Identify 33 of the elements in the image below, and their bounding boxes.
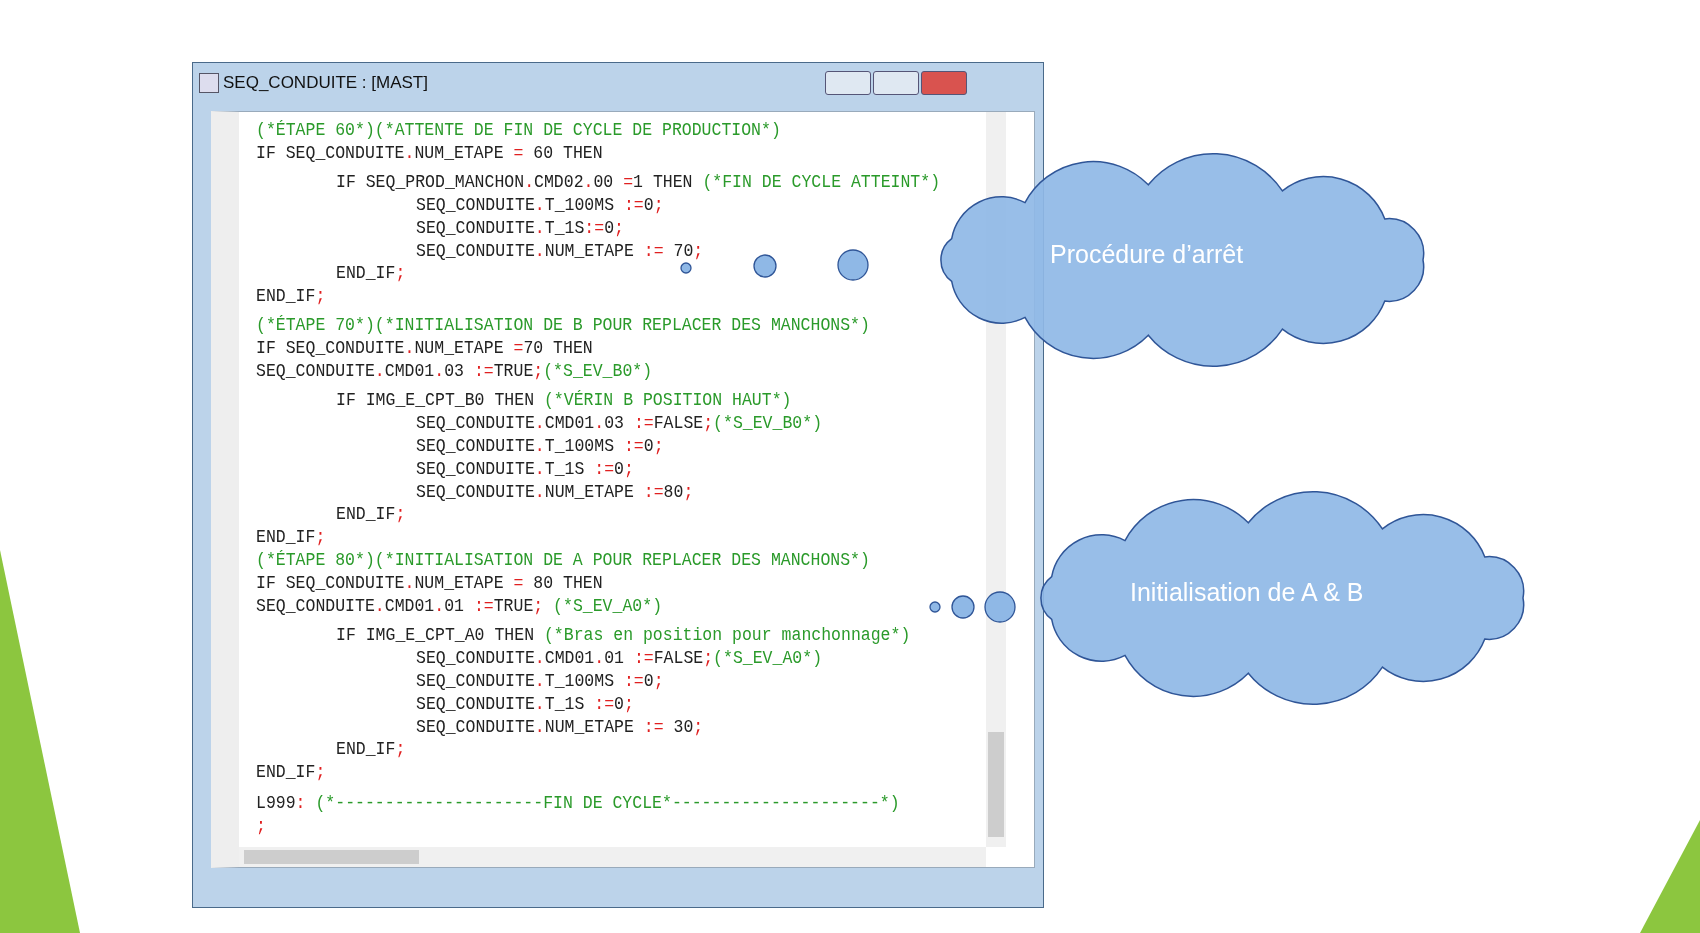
code-line: L999: (*---------------------FIN DE CYCLE*---------------------*)	[256, 792, 900, 816]
code-line: ;	[256, 815, 266, 839]
code-line: END_IF;	[336, 503, 406, 528]
code-line: SEQ_CONDUITE.NUM_ETAPE :=80;	[416, 480, 694, 505]
window-title: SEQ_CONDUITE : [MAST]	[223, 73, 428, 93]
code-line: END_IF;	[256, 285, 326, 309]
code-line: SEQ_CONDUITE.CMD01.01 :=TRUE; (*S_EV_A0*)	[256, 595, 663, 619]
code-line: SEQ_CONDUITE.T_1S :=0;	[416, 692, 634, 717]
code-line: SEQ_CONDUITE.T_100MS :=0;	[416, 669, 664, 694]
code-line: IF SEQ_CONDUITE.NUM_ETAPE = 60 THEN	[256, 142, 603, 166]
code-line: SEQ_CONDUITE.NUM_ETAPE := 70;	[416, 239, 704, 264]
cloud-text: Procédure d’arrêt	[1050, 240, 1244, 269]
code-line: IF SEQ_CONDUITE.NUM_ETAPE =70 THEN	[256, 337, 593, 361]
code-line: SEQ_CONDUITE.T_1S :=0;	[416, 457, 634, 482]
code-line: END_IF;	[256, 761, 326, 785]
code-line: (*ÉTAPE 70*)(*INITIALISATION DE B POUR REPLACER DES MANCHONS*)	[256, 314, 870, 338]
code-line: IF SEQ_PROD_MANCHON.CMD02.00 =1 THEN (*FIN DE CYCLE ATTEINT*)	[336, 171, 941, 195]
code-line: SEQ_CONDUITE.T_100MS :=0;	[416, 193, 664, 218]
code-line: IF IMG_E_CPT_B0 THEN (*VÉRIN B POSITION HAUT*)	[336, 389, 792, 413]
code-line: (*ÉTAPE 60*)(*ATTENTE DE FIN DE CYCLE DE PRODUCTION*)	[256, 119, 781, 143]
code-line: SEQ_CONDUITE.T_1S:=0;	[416, 216, 624, 241]
code-line: (*ÉTAPE 80*)(*INITIALISATION DE A POUR REPLACER DES MANCHONS*)	[256, 549, 870, 573]
code-line: END_IF;	[336, 738, 406, 763]
code-line: SEQ_CONDUITE.CMD01.03 :=FALSE;(*S_EV_B0*)	[416, 412, 823, 436]
code-line: SEQ_CONDUITE.T_100MS :=0;	[416, 434, 664, 459]
cloud-text: Initialisation de A & B	[1130, 578, 1364, 607]
code-line: SEQ_CONDUITE.NUM_ETAPE := 30;	[416, 715, 704, 740]
code-line: IF IMG_E_CPT_A0 THEN (*Bras en position pour manchonnage*)	[336, 624, 911, 648]
code-line: END_IF;	[256, 526, 326, 550]
code-line: END_IF;	[336, 262, 406, 287]
code-line: SEQ_CONDUITE.CMD01.01 :=FALSE;(*S_EV_A0*)	[416, 647, 823, 671]
code-line: IF SEQ_CONDUITE.NUM_ETAPE = 80 THEN	[256, 572, 603, 596]
code-line: SEQ_CONDUITE.CMD01.03 :=TRUE;(*S_EV_B0*)	[256, 360, 653, 384]
